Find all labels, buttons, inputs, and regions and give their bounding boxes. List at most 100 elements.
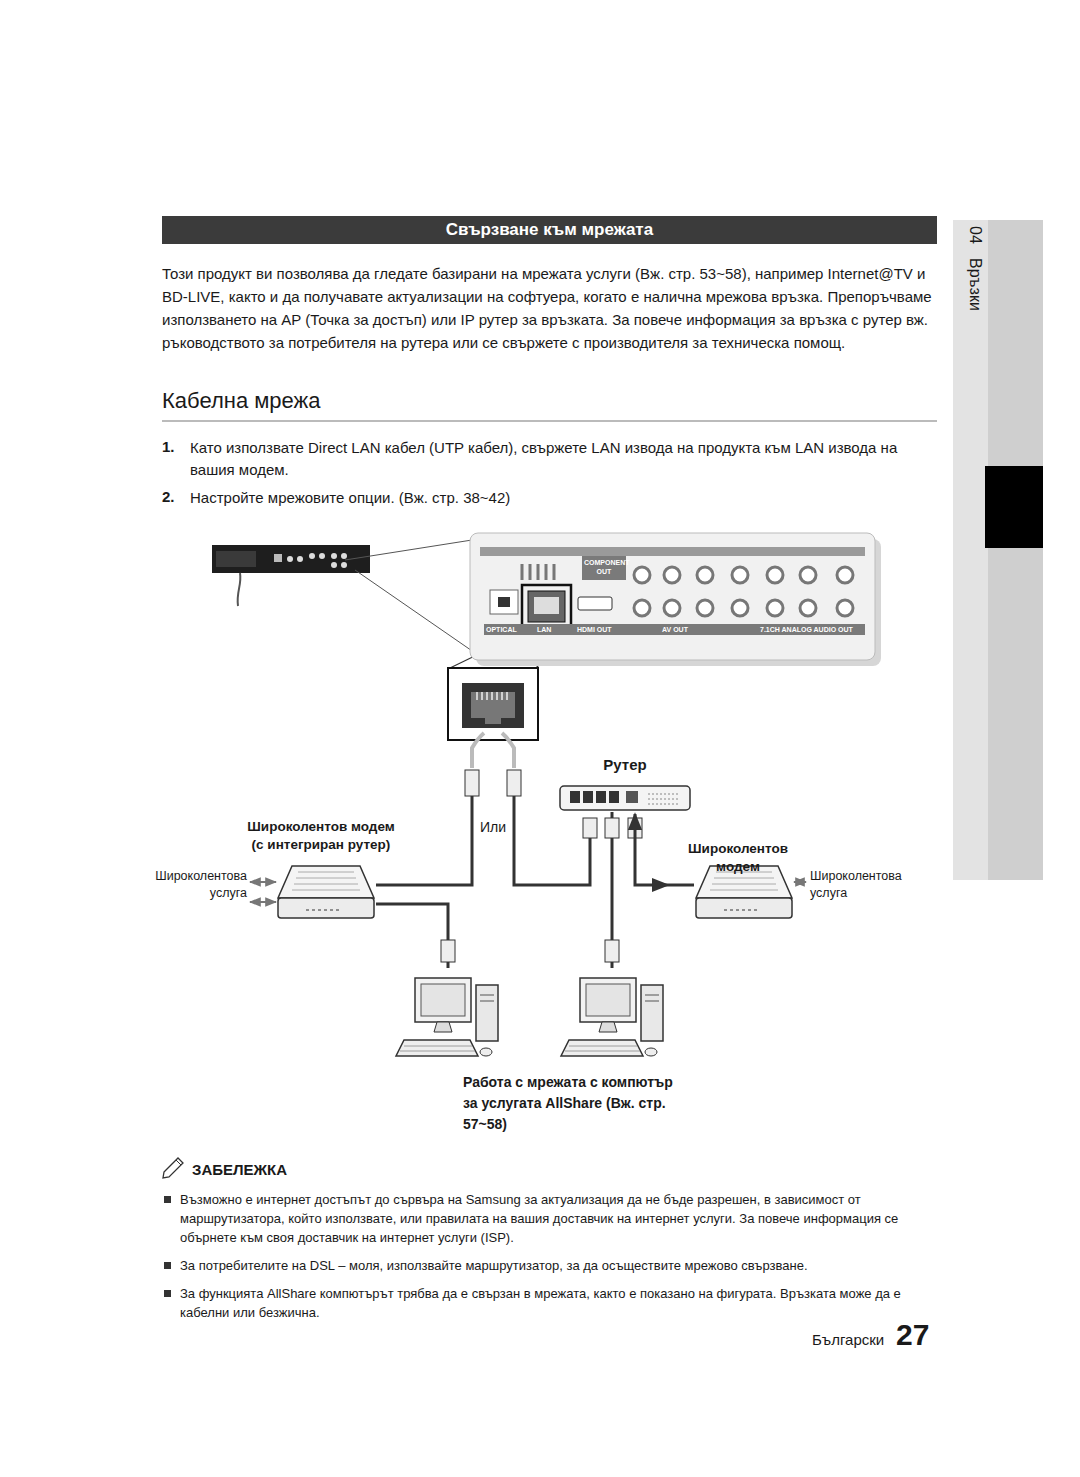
port-label: COMPONENT OUT bbox=[584, 558, 624, 576]
rear-panel bbox=[837, 567, 853, 583]
section-rule bbox=[162, 420, 937, 422]
player bbox=[297, 556, 303, 562]
allshare-caption: Работа с мрежата с компютър за услугата … bbox=[463, 1072, 681, 1135]
rear-panel bbox=[767, 567, 783, 583]
rear-panel bbox=[484, 624, 865, 635]
computer bbox=[396, 978, 498, 1056]
modem bbox=[278, 866, 792, 918]
note-icon bbox=[163, 1158, 183, 1178]
rear-panel bbox=[634, 567, 650, 583]
modem bbox=[278, 866, 374, 918]
lan-port-zoom bbox=[502, 733, 514, 768]
rear-panel bbox=[732, 567, 748, 583]
side-tab bbox=[985, 466, 1043, 548]
side-tab bbox=[953, 220, 1043, 880]
network-cable bbox=[605, 818, 619, 838]
rear-panel bbox=[837, 600, 853, 616]
player bbox=[212, 545, 370, 573]
section-rule bbox=[162, 421, 937, 422]
rear-panel bbox=[470, 533, 881, 666]
router-box: Рутер bbox=[555, 756, 695, 814]
lan-port-zoom bbox=[472, 733, 484, 768]
section-heading: Кабелна мрежа bbox=[162, 387, 321, 415]
bullet bbox=[164, 1290, 171, 1297]
network-cable bbox=[605, 940, 619, 962]
node-label: Рутер bbox=[555, 756, 695, 774]
chapter-number: 04 bbox=[965, 226, 985, 244]
rear-panel bbox=[582, 556, 626, 580]
network-cable bbox=[376, 904, 448, 968]
rear-panel bbox=[664, 567, 680, 583]
port-label: HDMI OUT bbox=[577, 625, 612, 634]
header-band: Свързване към мрежата bbox=[162, 216, 937, 244]
bullet bbox=[164, 1262, 171, 1269]
player bbox=[216, 551, 256, 567]
intro-text: Този продукт ви позволява да гледате баз… bbox=[162, 262, 937, 354]
rear-panel bbox=[470, 533, 875, 660]
rear-panel bbox=[534, 597, 559, 614]
router bbox=[609, 791, 619, 803]
note-text: За функцията AllShare компютърът трябва … bbox=[180, 1284, 937, 1322]
router bbox=[583, 791, 593, 803]
service-arrow bbox=[794, 881, 806, 883]
side-tab bbox=[988, 220, 1043, 880]
page-number: 27 bbox=[896, 1316, 929, 1354]
rear-panel bbox=[528, 591, 565, 622]
rear-panel bbox=[490, 590, 518, 614]
header-band bbox=[162, 216, 937, 244]
lan-port-zoom bbox=[462, 683, 524, 728]
zoom-leader bbox=[345, 540, 472, 560]
computer bbox=[396, 978, 663, 1056]
network-cable bbox=[465, 770, 479, 796]
node-label: Широколентов модем (с интегриран рутер) bbox=[245, 818, 397, 854]
network-cable bbox=[376, 796, 472, 885]
player bbox=[331, 553, 337, 559]
step-text: Като използвате Direct LAN кабел (UTP ка… bbox=[190, 437, 935, 481]
router bbox=[648, 794, 678, 804]
player bbox=[274, 554, 282, 562]
network-cable bbox=[668, 884, 694, 887]
port-label: LAN bbox=[537, 625, 551, 634]
step-text: Настройте мрежовите опции. (Вж. стр. 38~… bbox=[190, 487, 935, 509]
rear-panel bbox=[697, 600, 713, 616]
network-cable bbox=[635, 814, 668, 885]
player bbox=[238, 573, 241, 606]
network-cable bbox=[507, 770, 521, 796]
note-icon bbox=[176, 1160, 181, 1165]
section-title: Свързване към мрежата bbox=[446, 220, 653, 240]
service-arrow bbox=[250, 901, 276, 903]
bullet bbox=[164, 1196, 171, 1203]
router bbox=[560, 786, 690, 810]
note-icon bbox=[163, 1158, 183, 1178]
service-arrow bbox=[250, 881, 276, 883]
port-label: AV OUT bbox=[662, 625, 688, 634]
header-band bbox=[162, 216, 937, 244]
step-number: 2. bbox=[162, 487, 175, 506]
language-label: Български bbox=[812, 1330, 884, 1349]
router bbox=[560, 786, 690, 810]
rear-panel bbox=[800, 567, 816, 583]
side-tab bbox=[953, 220, 1043, 880]
port-label: 7.1CH ANALOG AUDIO OUT bbox=[760, 625, 853, 634]
network-cable bbox=[583, 818, 597, 838]
note-text: За потребителите на DSL – моля, използва… bbox=[180, 1256, 937, 1275]
rear-panel bbox=[732, 600, 748, 616]
rear-panel bbox=[767, 600, 783, 616]
player bbox=[309, 553, 315, 559]
lan-port-zoom bbox=[448, 668, 538, 768]
note-text: Възможно е интернет достъпът до сървъра … bbox=[180, 1190, 937, 1247]
node-label: Широколентов модем bbox=[668, 840, 808, 876]
service-label: Широколентова услуга bbox=[137, 868, 247, 902]
rear-panel bbox=[498, 597, 510, 607]
zoom-leader bbox=[355, 570, 478, 655]
router bbox=[596, 791, 606, 803]
network-cable bbox=[376, 770, 694, 968]
step-number: 1. bbox=[162, 437, 175, 456]
rear-panel bbox=[800, 600, 816, 616]
rear-panel bbox=[578, 597, 612, 610]
player bbox=[212, 545, 370, 606]
rear-panel bbox=[697, 567, 713, 583]
service-label: Широколентова услуга bbox=[810, 868, 925, 902]
lan-port-zoom bbox=[477, 692, 507, 700]
